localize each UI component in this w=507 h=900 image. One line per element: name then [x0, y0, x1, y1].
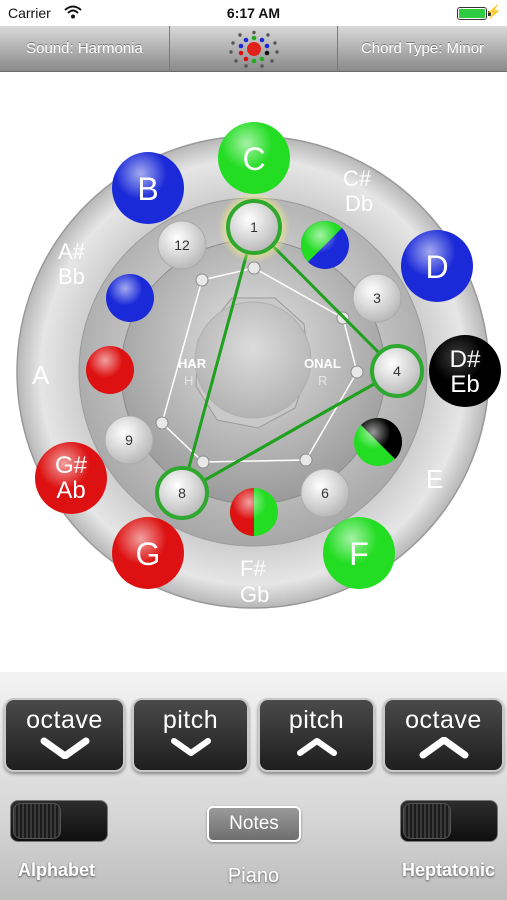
heptatonic-label: Heptatonic — [402, 860, 496, 880]
alphabet-toggle[interactable] — [10, 800, 108, 842]
degree-ball-9[interactable]: 9 — [104, 415, 154, 465]
note-ball-b[interactable]: B — [112, 152, 184, 224]
note-ball-g[interactable]: G — [112, 517, 184, 589]
degree-ball-1[interactable]: 1 — [226, 199, 282, 255]
center-label-onal: ONAL — [304, 356, 341, 371]
svg-text:B: B — [137, 171, 158, 207]
clock: 6:17 AM — [226, 5, 281, 21]
note-wheel: HAR ONAL H R C# Db A# Bb A E F# Gb 1 — [0, 72, 507, 672]
degree-ball-8[interactable]: 8 — [155, 466, 209, 520]
piano-label: Piano — [227, 865, 280, 887]
svg-text:6: 6 — [321, 485, 329, 501]
status-bar: Carrier 6:17 AM ⚡ — [0, 0, 507, 26]
heptatonic-toggle-knob[interactable] — [403, 803, 451, 839]
heptagon-outline — [161, 267, 358, 463]
svg-text:8: 8 — [178, 485, 186, 501]
svg-text:D: D — [425, 249, 448, 285]
note-ball-f[interactable]: F — [323, 517, 395, 589]
ring-label-a: A — [32, 360, 50, 390]
ring-label-c-sharp: C# — [343, 166, 372, 191]
inner-ball-green-blue[interactable] — [300, 220, 349, 269]
svg-text:D#: D# — [450, 346, 481, 373]
octave-down-button[interactable]: octave — [4, 698, 125, 772]
alphabet-label: Alphabet — [18, 860, 96, 880]
ring-label-a-sharp: A# — [58, 239, 86, 264]
heptatonic-toggle[interactable] — [400, 800, 498, 842]
svg-text:1: 1 — [250, 219, 258, 235]
svg-text:4: 4 — [393, 363, 401, 379]
degree-ball-3[interactable]: 3 — [352, 273, 402, 323]
sound-selector-button[interactable]: Sound: Harmonia — [0, 26, 170, 72]
chevron-down-icon — [40, 737, 89, 759]
svg-text:G: G — [136, 536, 161, 572]
chevron-down-icon — [170, 738, 211, 756]
dot-wheel-logo-icon — [228, 30, 279, 68]
center-label-r: R — [318, 373, 327, 388]
inner-ball-red[interactable] — [86, 346, 134, 394]
degree-ball-6[interactable]: 6 — [300, 468, 350, 518]
inner-ball-black-green[interactable] — [354, 417, 403, 466]
bottom-controls: octave pitch pitch octave Alphabet Notes… — [0, 672, 507, 900]
chevron-up-icon — [296, 738, 337, 756]
carrier-label: Carrier — [8, 5, 51, 21]
note-ball-d[interactable]: D — [401, 230, 473, 302]
ring-label-b-flat: Bb — [58, 264, 85, 289]
svg-text:G#: G# — [55, 452, 88, 479]
battery-icon — [457, 7, 487, 20]
pitch-up-button[interactable]: pitch — [258, 698, 375, 772]
chord-type-selector-button[interactable]: Chord Type: Minor — [360, 40, 485, 57]
inner-ball-blue[interactable] — [106, 274, 154, 322]
ring-label-e: E — [426, 464, 443, 494]
note-ball-g-sharp-a-flat[interactable]: G# Ab — [35, 442, 107, 514]
note-ball-c[interactable]: C — [218, 122, 290, 194]
center-label-h: H — [184, 373, 193, 388]
alphabet-toggle-knob[interactable] — [13, 803, 61, 839]
top-toolbar: Sound: Harmonia — [0, 26, 507, 72]
battery-tip — [488, 11, 491, 16]
pitch-down-button[interactable]: pitch — [132, 698, 249, 772]
note-ball-d-sharp-e-flat[interactable]: D# Eb — [429, 335, 501, 407]
svg-text:12: 12 — [174, 237, 190, 253]
ring-label-d-flat: Db — [345, 191, 373, 216]
degree-ball-4[interactable]: 4 — [370, 344, 424, 398]
svg-text:Eb: Eb — [450, 371, 479, 398]
charging-bolt-icon: ⚡ — [485, 4, 502, 19]
notes-button[interactable]: Notes — [207, 806, 301, 842]
inner-ball-red-green[interactable] — [230, 488, 278, 536]
svg-text:C: C — [242, 141, 265, 177]
center-label-har: HAR — [178, 356, 207, 371]
app-logo-button[interactable] — [170, 26, 338, 72]
ring-label-g-flat: Gb — [240, 582, 269, 607]
svg-text:F: F — [349, 536, 369, 572]
degree-ball-12[interactable]: 12 — [157, 220, 207, 270]
ring-label-f-sharp: F# — [240, 556, 266, 581]
wifi-icon — [64, 5, 82, 19]
svg-text:3: 3 — [373, 290, 381, 306]
chevron-up-icon — [419, 737, 468, 759]
svg-text:9: 9 — [125, 432, 133, 448]
octave-up-button[interactable]: octave — [383, 698, 504, 772]
svg-text:Ab: Ab — [56, 477, 85, 504]
